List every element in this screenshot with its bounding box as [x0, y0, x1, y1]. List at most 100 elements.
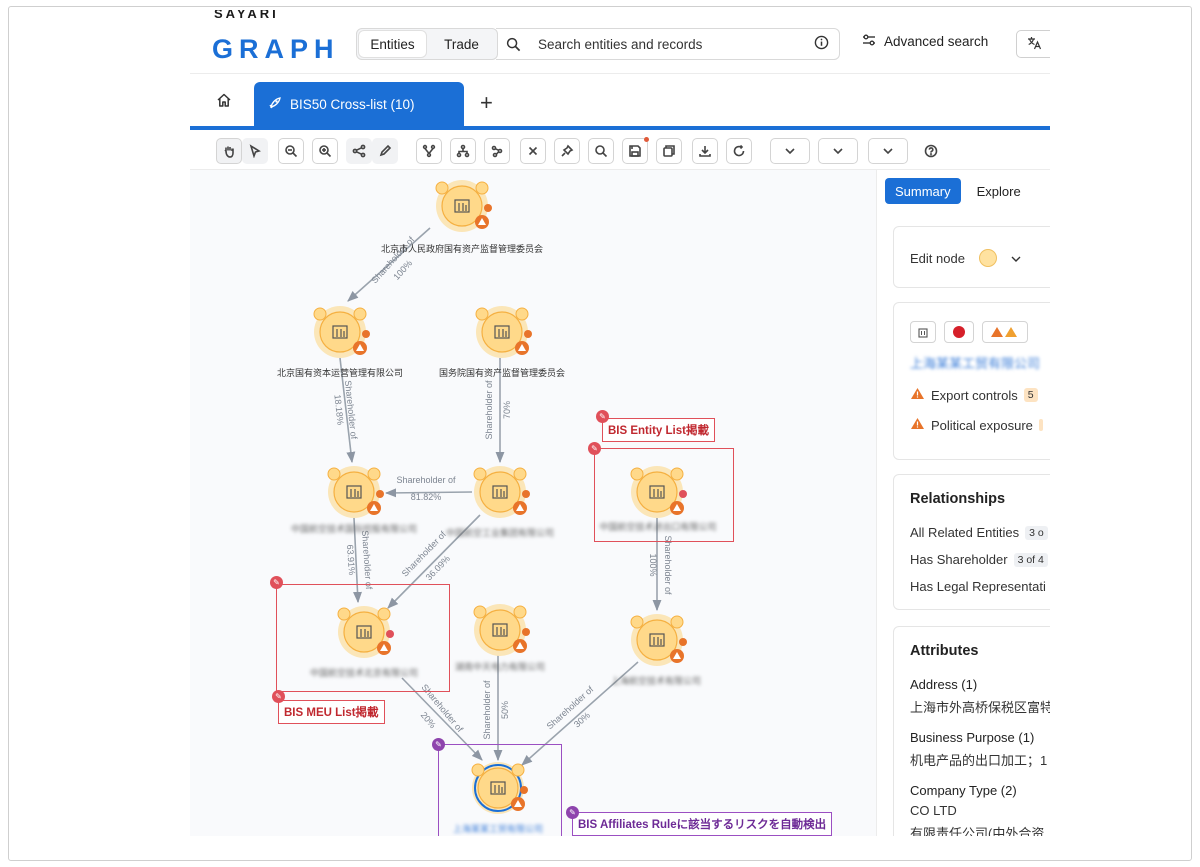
search-type-toggle: Entities Trade [356, 28, 498, 60]
node-label[interactable]: 上海某某工贸有限公司 [452, 824, 544, 834]
brand-logo[interactable]: GRAPH [212, 34, 340, 64]
company-icon[interactable] [910, 321, 936, 343]
node-label[interactable]: 中国航空技术北京有限公司 [309, 668, 419, 678]
edge-pct-10: 30% [572, 710, 592, 729]
expand-button[interactable] [416, 138, 442, 164]
entity-node[interactable] [473, 604, 530, 656]
entity-node[interactable] [630, 466, 687, 518]
download-button[interactable] [692, 138, 718, 164]
zoom-out-button[interactable] [278, 138, 304, 164]
add-tab-button[interactable]: + [480, 90, 493, 115]
relationship-item[interactable]: Has Legal Representati [910, 579, 1046, 594]
affiliates-rule-tag[interactable]: BIS Affiliates Ruleに該当するリスクを自動検出 [572, 812, 833, 836]
status-badge [475, 181, 489, 195]
edge-n5-n6 [387, 514, 481, 609]
edit-node-row[interactable]: Edit node [910, 249, 1021, 267]
entity-list-tag[interactable]: BIS Entity List掲載 [602, 418, 715, 442]
edge-pct-7: 100% [648, 553, 658, 576]
zoom-in-button[interactable] [312, 138, 338, 164]
pan-tool-button[interactable] [216, 138, 242, 164]
edge-pct-4: 81.82% [411, 492, 442, 502]
node-label[interactable]: 中国航空工业集团有限公司 [445, 528, 555, 538]
entity-node[interactable] [471, 762, 528, 814]
attribute-key[interactable]: Address (1) [910, 677, 978, 692]
tab-bis50-cross-list[interactable]: BIS50 Cross-list (10) [254, 82, 464, 126]
node-label[interactable]: 北京市人民政府国有资产监督管理委员会 [380, 244, 544, 254]
home-icon[interactable] [216, 92, 232, 113]
status-badge [630, 615, 644, 629]
entity-node[interactable] [475, 306, 532, 358]
pin-button[interactable] [554, 138, 580, 164]
chevron-down-icon [833, 148, 843, 155]
info-icon[interactable] [814, 35, 829, 53]
pin-icon: ✎ [270, 576, 283, 589]
translate-button[interactable] [1016, 30, 1050, 58]
search-input[interactable]: Search entities and records [496, 28, 840, 60]
china-flag-icon[interactable] [944, 321, 974, 343]
filter-dropdown-3[interactable] [868, 138, 908, 164]
attribute-key[interactable]: Company Type (2) [910, 783, 1017, 798]
warning-icon [514, 800, 522, 807]
attribute-key[interactable]: Business Purpose (1) [910, 730, 1035, 745]
node-label[interactable]: 中国航空技术进出口有限公司 [599, 522, 717, 532]
node-label[interactable]: 国务院国有资产监督管理委员会 [438, 368, 566, 378]
entity-name-link[interactable]: 上海某某工贸有限公司 [910, 356, 1041, 371]
relationship-item[interactable]: Has Shareholder 3 of 4 [910, 552, 1048, 567]
affiliates-rule-highlight [438, 744, 562, 836]
filter-dropdown-2[interactable] [818, 138, 858, 164]
entity-node[interactable] [630, 614, 687, 666]
entity-node[interactable] [313, 306, 370, 358]
edge-pct-5: 63.91% [345, 544, 357, 575]
company-icon [346, 485, 362, 499]
segment-trade[interactable]: Trade [444, 36, 479, 52]
entity-node[interactable] [327, 466, 384, 518]
annotate-button[interactable] [372, 138, 398, 164]
warning-icon [673, 504, 681, 511]
node-label[interactable]: 上海航空技术有限公司 [610, 676, 702, 686]
risk-row-political-exposure[interactable]: Political exposure [910, 417, 1043, 433]
node-color-swatch[interactable] [978, 249, 997, 267]
warning-icon [516, 504, 524, 511]
risk-warnings-icon[interactable] [982, 321, 1028, 343]
entity-node[interactable] [337, 606, 394, 658]
attribute-value: 有限责任公司(中外合资 [910, 826, 1045, 836]
risk-row-export-controls[interactable]: Export controls 5 [910, 387, 1038, 403]
edge-n2-n4 [339, 357, 356, 464]
edit-node-card: Edit node [893, 226, 1050, 288]
hierarchy-button[interactable] [450, 138, 476, 164]
close-icon [528, 146, 538, 156]
node-label[interactable]: 中国航空技术国际控股有限公司 [290, 524, 418, 534]
tab-summary[interactable]: Summary [885, 178, 961, 204]
layout-button[interactable] [484, 138, 510, 164]
node-label[interactable]: 湖南中天电力有限公司 [454, 662, 546, 672]
remove-button[interactable] [520, 138, 546, 164]
help-button[interactable] [918, 138, 944, 164]
pin-icon: ✎ [272, 690, 285, 703]
relationship-item[interactable]: All Related Entities 3 o [910, 525, 1048, 540]
segment-entities[interactable]: Entities [359, 31, 426, 57]
status-badge [473, 467, 487, 481]
node-label[interactable]: 北京国有资本运营管理有限公司 [276, 368, 404, 378]
share-button[interactable] [346, 138, 372, 164]
entity-node[interactable] [473, 466, 530, 518]
meu-list-tag[interactable]: BIS MEU List掲載 [278, 700, 385, 724]
edge-label-7: Shareholder of [663, 535, 673, 595]
warning-icon [910, 387, 925, 403]
status-badge [513, 605, 527, 619]
edit-node-label: Edit node [910, 250, 965, 266]
select-tool-button[interactable] [242, 138, 268, 164]
save-button[interactable] [622, 137, 649, 164]
filter-dropdown-1[interactable] [770, 138, 810, 164]
pencil-icon [379, 144, 392, 157]
status-badge [313, 307, 327, 321]
edge-pct-9: 50% [500, 701, 510, 719]
entity-node[interactable] [435, 180, 492, 232]
tab-explore[interactable]: Explore [976, 183, 1021, 199]
company-icon [492, 485, 508, 499]
duplicate-button[interactable] [656, 138, 682, 164]
advanced-search-button[interactable]: Advanced search [862, 34, 988, 49]
chevron-down-icon[interactable] [1011, 251, 1021, 266]
find-button[interactable] [588, 138, 614, 164]
refresh-button[interactable] [726, 138, 752, 164]
graph-canvas[interactable]: Shareholder of 100% Shareholder of 18.18… [190, 170, 876, 836]
